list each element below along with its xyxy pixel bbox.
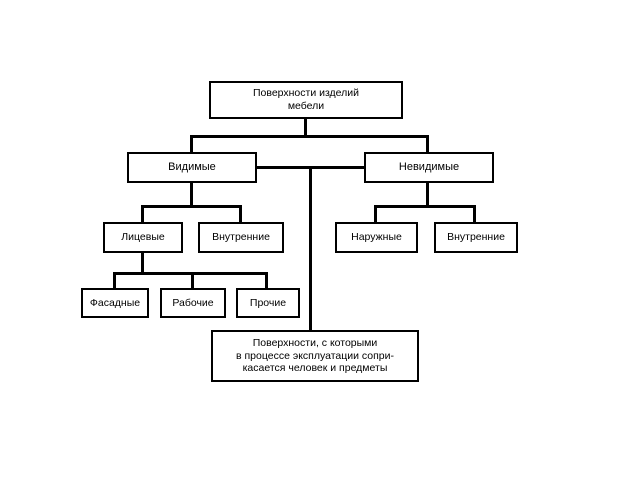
connector-to-inner-visible (239, 205, 242, 223)
node-root[interactable]: Поверхности изделий мебели (209, 81, 403, 119)
node-facade[interactable]: Фасадные (81, 288, 149, 318)
node-working-label: Рабочие (172, 296, 214, 309)
connector-to-outer (374, 205, 377, 223)
connector-visible-stem (190, 182, 193, 205)
node-working[interactable]: Рабочие (160, 288, 226, 318)
node-outer-label: Наружные (351, 231, 402, 244)
connector-to-front (141, 205, 144, 223)
connector-note-drop (309, 166, 312, 332)
connector-to-working (191, 272, 194, 289)
node-inner-visible-label: Внутренние (212, 231, 270, 244)
node-visible[interactable]: Видимые (127, 152, 257, 183)
node-invisible[interactable]: Невидимые (364, 152, 494, 183)
node-other-label: Прочие (249, 296, 287, 309)
node-front-label: Лицевые (121, 231, 165, 244)
node-front[interactable]: Лицевые (103, 222, 183, 253)
node-outer[interactable]: Наружные (335, 222, 418, 253)
node-other[interactable]: Прочие (236, 288, 300, 318)
connector-root-stem (304, 119, 307, 136)
connector-to-facade (113, 272, 116, 289)
connector-invisible-stem (426, 182, 429, 205)
connector-front-stem (141, 253, 144, 272)
node-note-label: Поверхности, с которыми в процессе экспл… (235, 336, 394, 375)
connector-invisible-bus (374, 205, 475, 208)
connector-visible-bus (141, 205, 242, 208)
connector-to-invisible (426, 135, 429, 153)
node-invisible-label: Невидимые (398, 160, 460, 173)
connector-level2-bus (190, 135, 429, 138)
node-visible-label: Видимые (168, 160, 216, 173)
node-inner-invisible[interactable]: Внутренние (434, 222, 518, 253)
connector-to-other (265, 272, 268, 289)
node-inner-visible[interactable]: Внутренние (198, 222, 284, 253)
node-facade-label: Фасадные (89, 296, 141, 309)
connector-front-bus (113, 272, 268, 275)
node-root-label: Поверхности изделий мебели (252, 87, 360, 112)
connector-to-inner-invisible (473, 205, 476, 223)
node-note[interactable]: Поверхности, с которыми в процессе экспл… (211, 330, 419, 382)
node-inner-invisible-label: Внутренние (447, 231, 505, 244)
connector-to-visible (190, 135, 193, 153)
